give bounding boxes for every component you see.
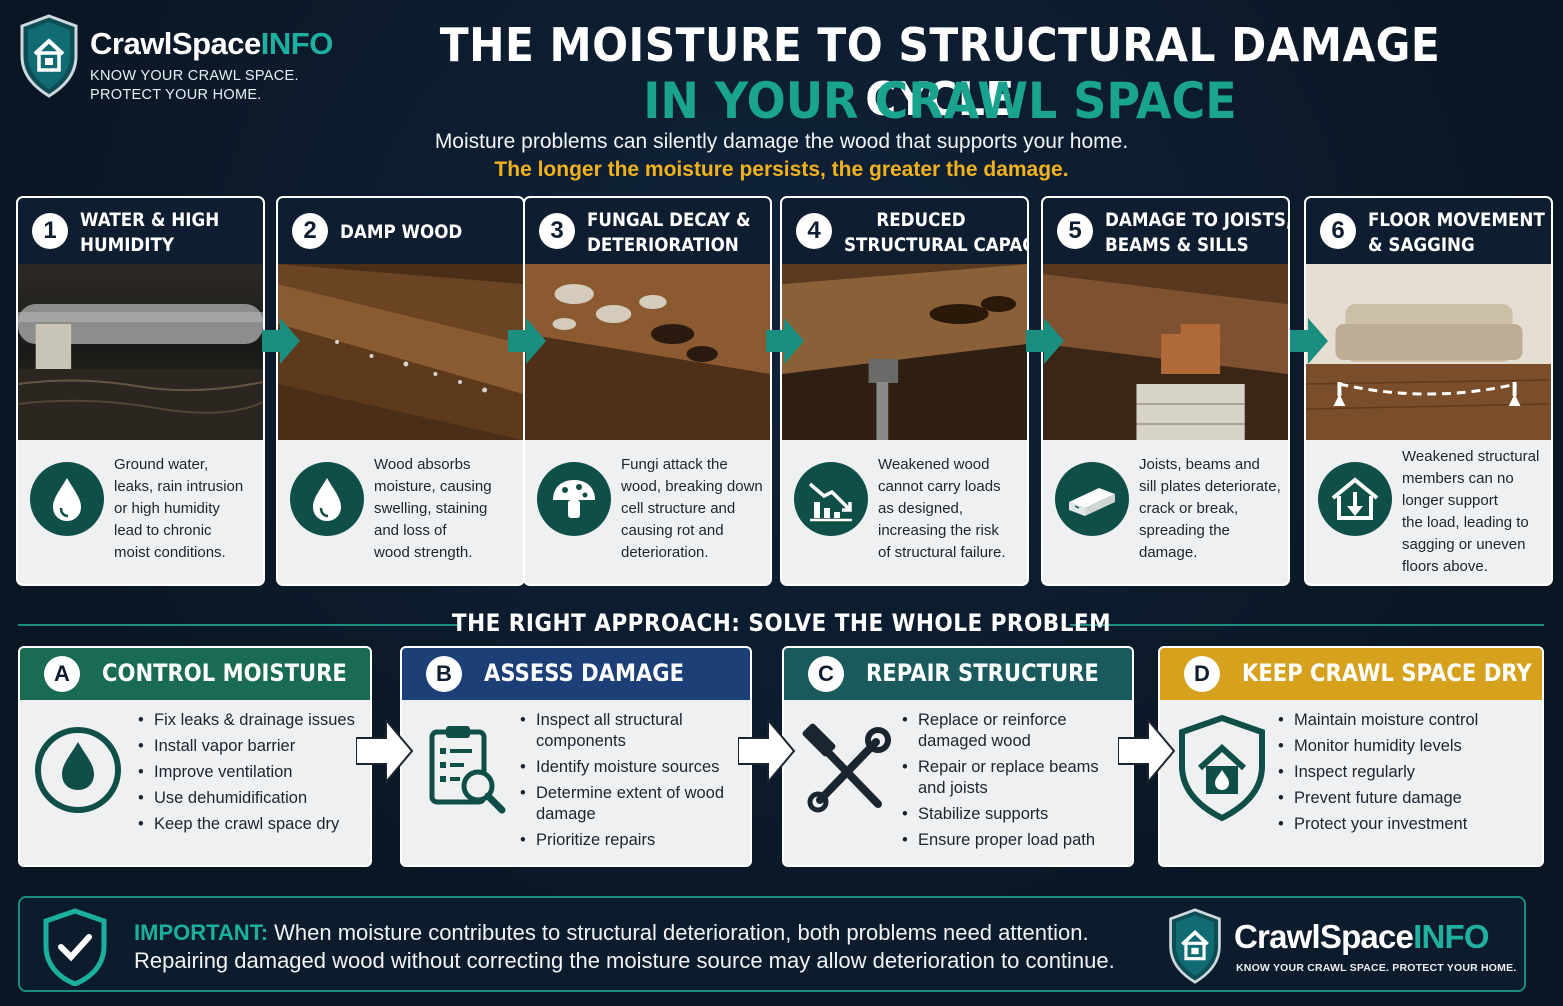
tools-icon	[798, 712, 894, 822]
step-number: 1	[32, 213, 68, 249]
brand-tagline: KNOW YOUR CRAWL SPACE. PROTECT YOUR HOME…	[1236, 962, 1517, 974]
step-title: FLOOR MOVEMENT& SAGGING	[1368, 209, 1545, 256]
approach-title: KEEP CRAWL SPACE DRY	[1242, 659, 1532, 687]
important-notice: IMPORTANT: When moisture contributes to …	[18, 896, 1526, 992]
step-number: 3	[539, 213, 575, 249]
clipboard-search-icon	[416, 712, 512, 822]
approach-card-b: B ASSESS DAMAGE Inspect all structural c…	[400, 646, 752, 867]
sagging-floor-photo	[1306, 264, 1551, 440]
highlight-text: The longer the moisture persists, the gr…	[494, 158, 1069, 181]
section-divider	[18, 624, 458, 626]
important-text-line-1: IMPORTANT: When moisture contributes to …	[134, 920, 1089, 945]
house-shield-icon	[1174, 712, 1270, 822]
water-drop-icon	[34, 712, 130, 822]
water-drop-icon	[290, 462, 364, 536]
shield-house-logo-icon	[1169, 908, 1221, 984]
shield-check-icon	[43, 908, 107, 986]
subtitle: Moisture problems can silently damage th…	[434, 130, 1129, 153]
approach-letter: D	[1184, 656, 1220, 692]
approach-list: Inspect all structural componentsIdentif…	[520, 710, 742, 856]
brand-name: CrawlSpaceINFO	[1234, 918, 1490, 955]
arrow-right-icon	[1290, 318, 1328, 364]
approach-list: Maintain moisture controlMonitor humidit…	[1278, 710, 1534, 840]
brand-logo: CrawlSpaceINFO KNOW YOUR CRAWL SPACE.PRO…	[18, 14, 358, 104]
weakened-beam-photo	[782, 264, 1027, 440]
title-line-2: IN YOUR CRAWL SPACE	[643, 72, 1237, 130]
approach-letter: A	[44, 656, 80, 692]
fungal-decay-photo	[525, 264, 770, 440]
approach-card-d: D KEEP CRAWL SPACE DRY Maintain moisture…	[1158, 646, 1544, 867]
beam-icon	[1055, 462, 1129, 536]
approach-title: ASSESS DAMAGE	[484, 659, 685, 687]
step-number: 5	[1057, 213, 1093, 249]
arrow-right-icon	[766, 318, 804, 364]
approach-title: CONTROL MOISTURE	[102, 659, 347, 687]
section-divider	[1070, 624, 1544, 626]
brand-name: CrawlSpaceINFO	[90, 26, 333, 61]
step-title: DAMP WOOD	[340, 221, 463, 243]
arrow-right-icon	[1118, 718, 1176, 784]
important-text-line-2: Repairing damaged wood without correctin…	[134, 948, 1115, 973]
arrow-right-icon	[508, 318, 546, 364]
water-drop-icon	[30, 462, 104, 536]
step-card-5: 5 DAMAGE TO JOISTS,BEAMS & SILLS Joists,…	[1041, 196, 1290, 586]
step-card-6: 6 FLOOR MOVEMENT& SAGGING Weakened struc…	[1304, 196, 1553, 586]
arrow-right-icon	[262, 318, 300, 364]
section-title: THE RIGHT APPROACH: SOLVE THE WHOLE PROB…	[451, 609, 1112, 637]
arrow-right-icon	[356, 718, 414, 784]
step-title: DAMAGE TO JOISTS,BEAMS & SILLS	[1105, 209, 1290, 256]
step-number: 2	[292, 213, 328, 249]
approach-card-c: C REPAIR STRUCTURE Replace or reinforce …	[782, 646, 1134, 867]
house-down-icon	[1318, 462, 1392, 536]
step-number: 4	[796, 213, 832, 249]
damaged-joists-photo	[1043, 264, 1288, 440]
declining-chart-icon	[794, 462, 868, 536]
brand-logo: CrawlSpaceINFO KNOW YOUR CRAWL SPACE. PR…	[1166, 906, 1516, 986]
step-title: FUNGAL DECAY &DETERIORATION	[587, 209, 751, 256]
approach-letter: C	[808, 656, 844, 692]
approach-title: REPAIR STRUCTURE	[866, 659, 1099, 687]
step-card-3: 3 FUNGAL DECAY &DETERIORATION Fungi atta…	[523, 196, 772, 586]
brand-tagline: KNOW YOUR CRAWL SPACE.PROTECT YOUR HOME.	[90, 68, 299, 103]
flooded-crawlspace-photo	[18, 264, 263, 440]
approach-card-a: A CONTROL MOISTURE Fix leaks & drainage …	[18, 646, 372, 867]
approach-list: Fix leaks & drainage issuesInstall vapor…	[138, 710, 362, 840]
mushroom-icon	[537, 462, 611, 536]
approach-letter: B	[426, 656, 462, 692]
approach-list: Replace or reinforce damaged woodRepair …	[902, 710, 1124, 856]
arrow-right-icon	[738, 718, 796, 784]
title-line-1: THE MOISTURE TO STRUCTURAL DAMAGE CYCLE	[439, 18, 1441, 126]
step-number: 6	[1320, 213, 1356, 249]
arrow-right-icon	[1026, 318, 1064, 364]
damp-wood-photo	[278, 264, 523, 440]
shield-house-logo-icon	[20, 14, 78, 98]
